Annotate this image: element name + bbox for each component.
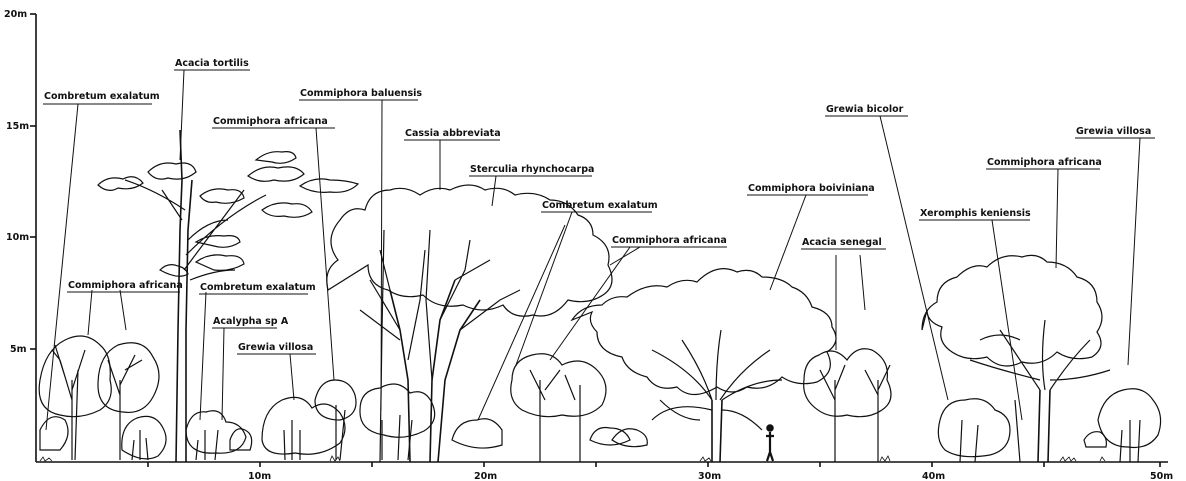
y-axis-labels: 20m 15m 10m 5m [4,9,29,355]
label-commiphora-boiviniana: Commiphora boiviniana [747,183,875,195]
x-tick-label: 10m [248,471,271,481]
shrub-commiphora-africana-left-2 [98,343,159,460]
label-acacia-senegal: Acacia senegal [801,237,886,249]
svg-text:Commiphora africana: Commiphora africana [213,116,328,127]
tree-commiphora-africana-right [922,255,1110,462]
svg-text:Commiphora africana: Commiphora africana [987,157,1102,168]
svg-text:Combretum exalatum: Combretum exalatum [44,91,160,102]
label-acacia-tortilis: Acacia tortilis [174,58,250,70]
y-tick-label: 20m [4,9,27,20]
y-tick-label: 5m [10,344,27,355]
label-commiphora-africana-3: Commiphora africana [986,157,1102,169]
svg-text:Grewia villosa: Grewia villosa [1076,126,1151,137]
shrub-grewia-villosa-right [1084,389,1161,462]
label-grewia-bicolor: Grewia bicolor [825,104,908,116]
vegetation [39,130,1160,462]
x-axis-labels: 10m 20m 30m 40m 50m [248,471,1173,481]
y-tick-label: 10m [6,232,29,243]
label-cassia-abbreviata: Cassia abbreviata [404,128,501,140]
tree-acacia-senegal [804,349,891,462]
y-tick-label: 15m [6,121,29,132]
shrub-commiphora-africana-mid [315,380,356,460]
svg-text:Acalypha sp A: Acalypha sp A [213,316,289,327]
label-combretum-exalatum-1: Combretum exalatum [43,91,160,104]
ground-grass [40,456,1105,461]
svg-text:Commiphora africana: Commiphora africana [612,235,727,246]
svg-text:Acacia senegal: Acacia senegal [802,237,882,248]
svg-text:Grewia villosa: Grewia villosa [238,342,313,353]
label-xeromphis-keniensis: Xeromphis keniensis [919,208,1031,220]
label-sterculia-rhynchocarpa: Sterculia rhynchocarpa [469,164,594,176]
shrub-cluster-center [360,384,435,460]
x-tick-label: 30m [698,471,721,481]
label-acalypha-sp-a: Acalypha sp A [212,316,289,328]
svg-text:Acacia tortilis: Acacia tortilis [175,58,249,69]
svg-text:Combretum exalatum: Combretum exalatum [200,282,316,293]
label-combretum-exalatum-2: Combretum exalatum [541,200,658,212]
svg-text:Grewia bicolor: Grewia bicolor [826,104,904,115]
label-combretum-exalatum-3: Combretum exalatum [199,282,316,294]
svg-text:Sterculia rhynchocarpa: Sterculia rhynchocarpa [470,164,594,175]
x-tick-label: 40m [922,471,945,481]
svg-text:Cassia abbreviata: Cassia abbreviata [405,128,501,139]
leader-lines [46,70,1140,430]
label-commiphora-africana-2: Commiphora africana [611,235,727,247]
svg-text:Combretum exalatum: Combretum exalatum [542,200,658,211]
label-grewia-villosa-1: Grewia villosa [1075,126,1155,138]
label-commiphora-africana-4: Commiphora africana [67,280,183,292]
human-figure-scale [766,425,774,461]
shrub-low-center [452,419,647,448]
shrub-combretum-exalatum-right [511,354,606,462]
label-commiphora-africana-1: Commiphora africana [212,116,335,128]
shrub-grewia-bicolor [938,399,1010,462]
x-tick-label: 20m [474,471,497,481]
tree-commiphora-boiviniana [572,269,836,462]
label-grewia-villosa-2: Grewia villosa [237,342,316,354]
x-tick-label: 50m [1150,471,1173,481]
shrub-far-left [40,417,68,450]
svg-text:Xeromphis keniensis: Xeromphis keniensis [920,208,1031,219]
shrub-combretum-exalatum [186,411,246,460]
shrub-grewia-villosa-mid [262,397,345,460]
species-labels: Combretum exalatum Acacia tortilis Commi… [43,58,1155,354]
svg-text:Commiphora boiviniana: Commiphora boiviniana [748,183,875,194]
svg-text:Commiphora baluensis: Commiphora baluensis [300,88,422,99]
shrub-small-left [122,416,166,460]
svg-text:Commiphora africana: Commiphora africana [68,280,183,291]
label-commiphora-baluensis: Commiphora baluensis [299,88,422,100]
